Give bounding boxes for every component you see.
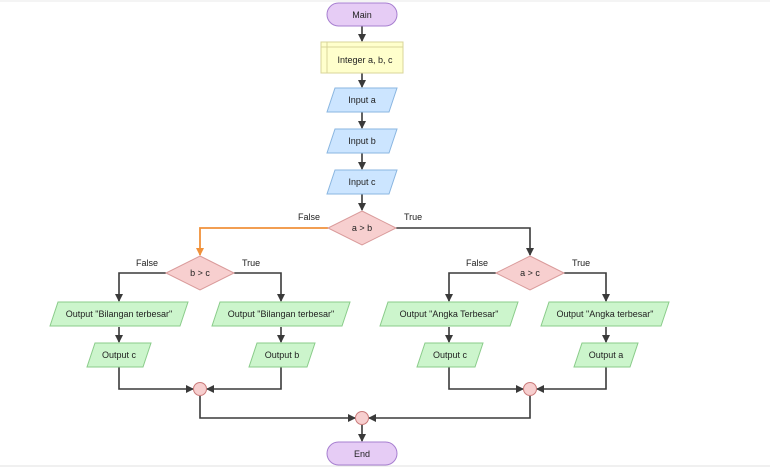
- decision-shape: [164, 255, 236, 291]
- edge-output-c-left-to-merge: [118, 367, 194, 393]
- decision-shape: [326, 210, 398, 246]
- input-shape: [326, 169, 398, 195]
- merge-connector-final[interactable]: [355, 411, 369, 425]
- node-output-b[interactable]: Output b: [248, 342, 316, 368]
- label-ab-false: False: [298, 212, 320, 222]
- node-decision-a-gt-c[interactable]: a > c: [494, 255, 566, 291]
- node-output-angka-false-label: Output "Angka Terbesar": [400, 309, 499, 319]
- label-ac-false: False: [466, 258, 488, 268]
- node-end-label: End: [354, 449, 370, 459]
- node-main-label: Main: [352, 10, 372, 20]
- node-output-a-label: Output a: [589, 350, 624, 360]
- edge-output-c-right-to-merge: [448, 367, 524, 393]
- node-output-bilangan-true-label: Output "Bilangan terbesar": [228, 309, 334, 319]
- decision-shape: [494, 255, 566, 291]
- node-output-a[interactable]: Output a: [573, 342, 639, 368]
- edge-output-a-to-merge: [536, 367, 607, 393]
- output-shape: [86, 342, 152, 368]
- label-ab-true: True: [404, 212, 422, 222]
- edge-labels: False True False True False True: [136, 212, 590, 268]
- node-output-c-left-label: Output c: [102, 350, 137, 360]
- output-shape: [379, 301, 519, 327]
- node-input-a-label: Input a: [348, 95, 376, 105]
- node-input-b-label: Input b: [348, 136, 376, 146]
- node-output-c-right-label: Output c: [433, 350, 468, 360]
- terminal-shape: [326, 441, 398, 466]
- node-declare-label: Integer a, b, c: [337, 55, 393, 65]
- label-ac-true: True: [572, 258, 590, 268]
- edge-ac-true: [564, 272, 610, 302]
- node-input-a[interactable]: Input a: [326, 87, 398, 113]
- edge-right-merge-to-final: [368, 396, 531, 422]
- node-output-c-right[interactable]: Output c: [416, 342, 484, 368]
- node-input-b[interactable]: Input b: [326, 128, 398, 154]
- output-shape: [540, 301, 670, 327]
- edge-left-merge-to-final: [199, 396, 356, 422]
- node-output-angka-false[interactable]: Output "Angka Terbesar": [379, 301, 519, 327]
- node-output-angka-true-label: Output "Angka terbesar": [557, 309, 654, 319]
- output-shape: [211, 301, 351, 327]
- node-main[interactable]: Main: [326, 2, 398, 27]
- terminal-shape: [326, 2, 398, 27]
- node-decision-b-gt-c[interactable]: b > c: [164, 255, 236, 291]
- node-output-bilangan-false-label: Output "Bilangan terbesar": [66, 309, 172, 319]
- node-end[interactable]: End: [326, 441, 398, 466]
- label-bc-true: True: [242, 258, 260, 268]
- node-output-b-label: Output b: [265, 350, 300, 360]
- edge-ac-false: [445, 272, 496, 302]
- edge-ab-false: [196, 227, 328, 256]
- input-shape: [326, 128, 398, 154]
- node-decision-a-gt-b-label: a > b: [352, 223, 372, 233]
- node-input-c-label: Input c: [348, 177, 376, 187]
- edge-bc-true: [234, 272, 285, 302]
- edge-ab-true: [396, 227, 534, 256]
- edge-output-b-to-merge: [206, 367, 282, 393]
- merge-connector-left[interactable]: [193, 382, 207, 396]
- node-output-c-left[interactable]: Output c: [86, 342, 152, 368]
- output-shape: [573, 342, 639, 368]
- node-output-bilangan-false[interactable]: Output "Bilangan terbesar": [49, 301, 189, 327]
- output-shape: [248, 342, 316, 368]
- node-decision-a-gt-b[interactable]: a > b: [326, 210, 398, 246]
- edges: [115, 26, 610, 442]
- node-decision-b-gt-c-label: b > c: [190, 268, 210, 278]
- node-declare[interactable]: Integer a, b, c: [320, 41, 404, 74]
- edge-bc-false: [115, 272, 166, 302]
- output-shape: [49, 301, 189, 327]
- label-bc-false: False: [136, 258, 158, 268]
- node-output-bilangan-true[interactable]: Output "Bilangan terbesar": [211, 301, 351, 327]
- node-input-c[interactable]: Input c: [326, 169, 398, 195]
- output-shape: [416, 342, 484, 368]
- input-shape: [326, 87, 398, 113]
- node-output-angka-true[interactable]: Output "Angka terbesar": [540, 301, 670, 327]
- merge-connector-right[interactable]: [523, 382, 537, 396]
- node-decision-a-gt-c-label: a > c: [520, 268, 540, 278]
